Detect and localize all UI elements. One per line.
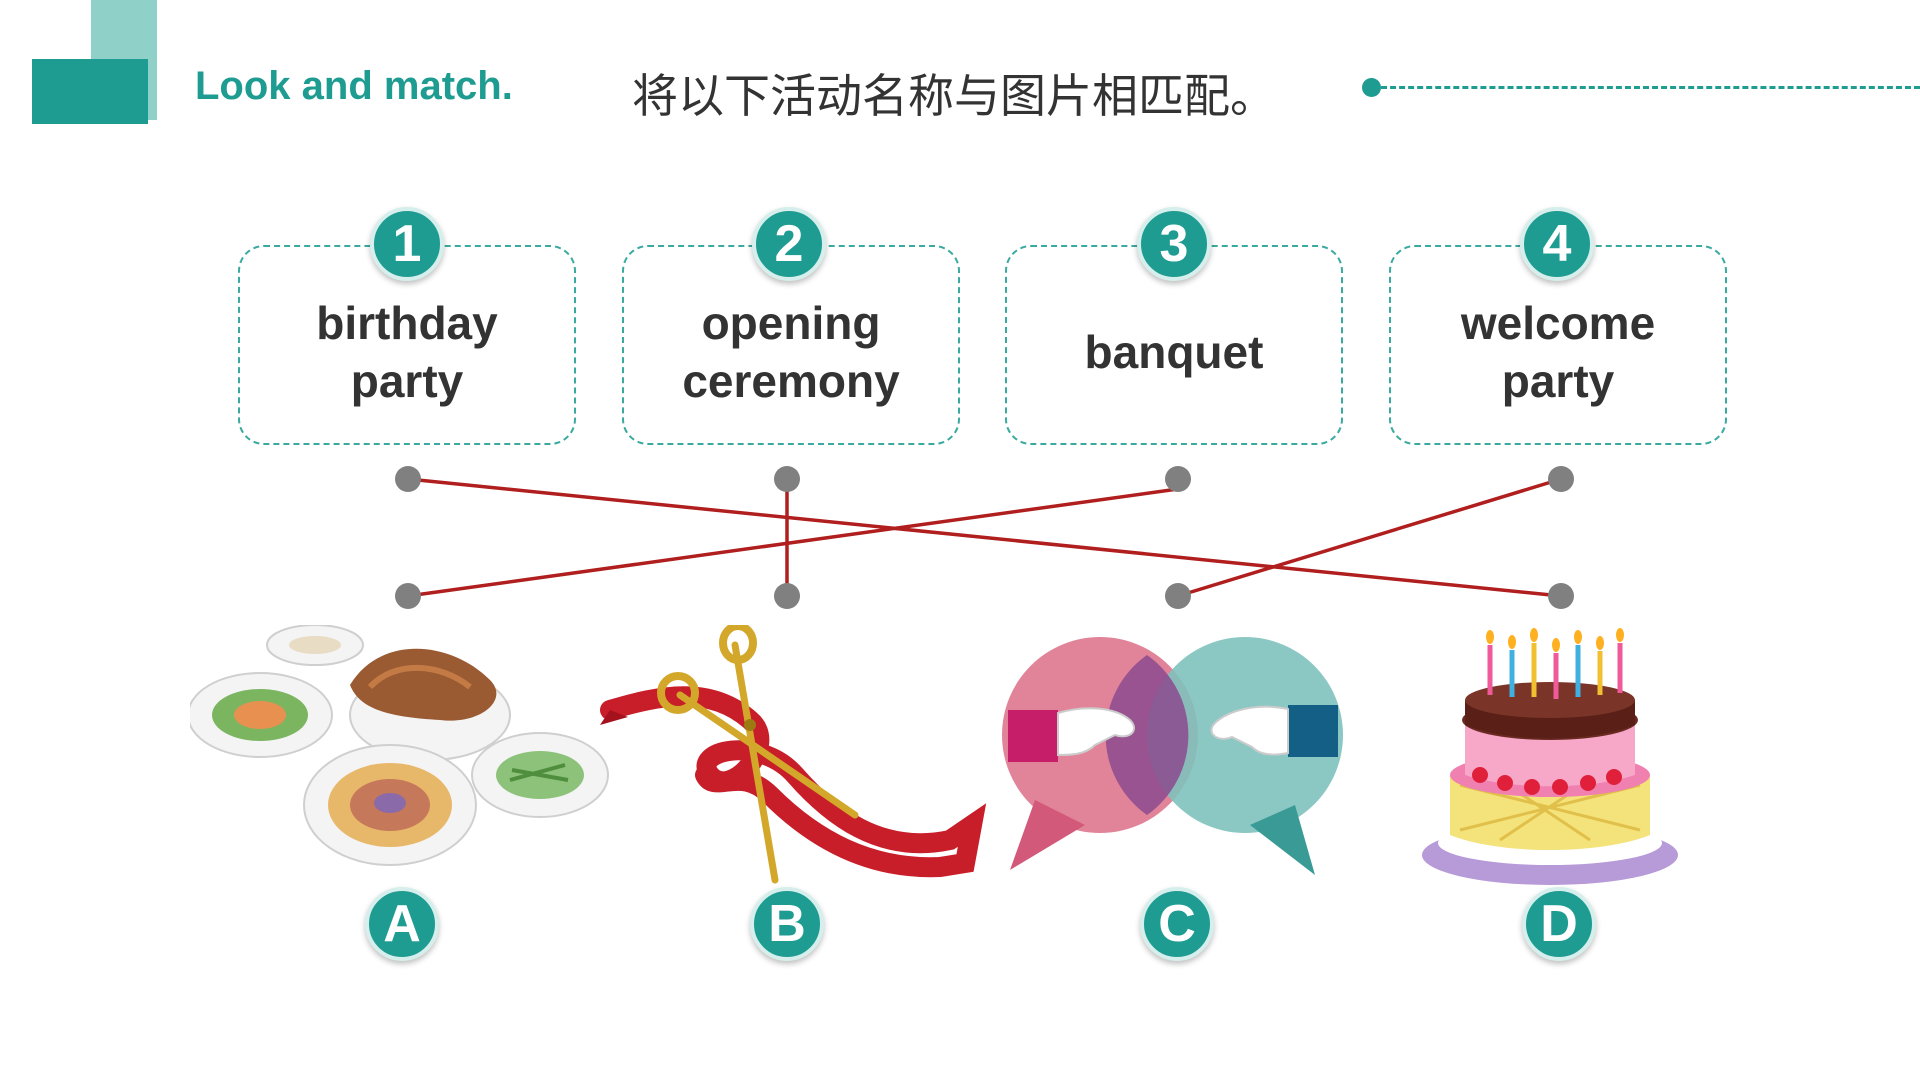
phrase-line: party [350, 355, 464, 407]
connector-dot-4[interactable] [1548, 466, 1574, 492]
match-line-4-C[interactable] [1177, 477, 1562, 598]
phrase-line: banquet [1084, 326, 1264, 378]
phrase-text-2: opening ceremony [682, 280, 899, 410]
connector-dot-A[interactable] [395, 583, 421, 609]
phrase-line: birthday [316, 297, 498, 349]
letter-badge-D: D [1522, 887, 1596, 961]
letter-badge-A: A [365, 887, 439, 961]
phrase-card-2: opening ceremony [622, 245, 960, 445]
phrase-line: welcome [1460, 297, 1656, 349]
connector-dot-B[interactable] [774, 583, 800, 609]
number-badge-2: 2 [752, 207, 826, 281]
phrase-text-1: birthday party [316, 280, 497, 410]
connector-dot-2[interactable] [774, 466, 800, 492]
phrase-card-4: welcome party [1389, 245, 1727, 445]
number-badge-1: 1 [370, 207, 444, 281]
banquet-dishes-icon [190, 625, 609, 866]
number-badge-4: 4 [1520, 207, 1594, 281]
instruction-title-en: Look and match. [195, 64, 513, 108]
connector-dot-D[interactable] [1548, 583, 1574, 609]
divider-dot [1362, 78, 1381, 97]
dashed-divider [1372, 86, 1920, 89]
phrase-text-3: banquet [1085, 309, 1264, 381]
connector-dot-1[interactable] [395, 466, 421, 492]
instruction-title-cn: 将以下活动名称与图片相匹配。 [632, 69, 1276, 123]
connector-dot-3[interactable] [1165, 466, 1191, 492]
phrase-line: opening [701, 297, 881, 349]
ribbon-scissors-icon [600, 625, 987, 884]
phrase-card-1: birthday party [238, 245, 576, 445]
letter-badge-B: B [750, 887, 824, 961]
phrase-line: ceremony [682, 355, 900, 407]
match-line-3-A[interactable] [407, 487, 1179, 598]
connector-dot-C[interactable] [1165, 583, 1191, 609]
number-badge-3: 3 [1137, 207, 1211, 281]
phrase-line: party [1501, 355, 1615, 407]
handshake-speech-bubbles-icon [1002, 637, 1343, 875]
match-line-1-D[interactable] [407, 477, 1562, 598]
phrase-text-4: welcome party [1461, 280, 1655, 410]
birthday-cake-icon [1422, 628, 1678, 885]
header-accent-block-dark [32, 59, 148, 124]
letter-badge-C: C [1140, 887, 1214, 961]
